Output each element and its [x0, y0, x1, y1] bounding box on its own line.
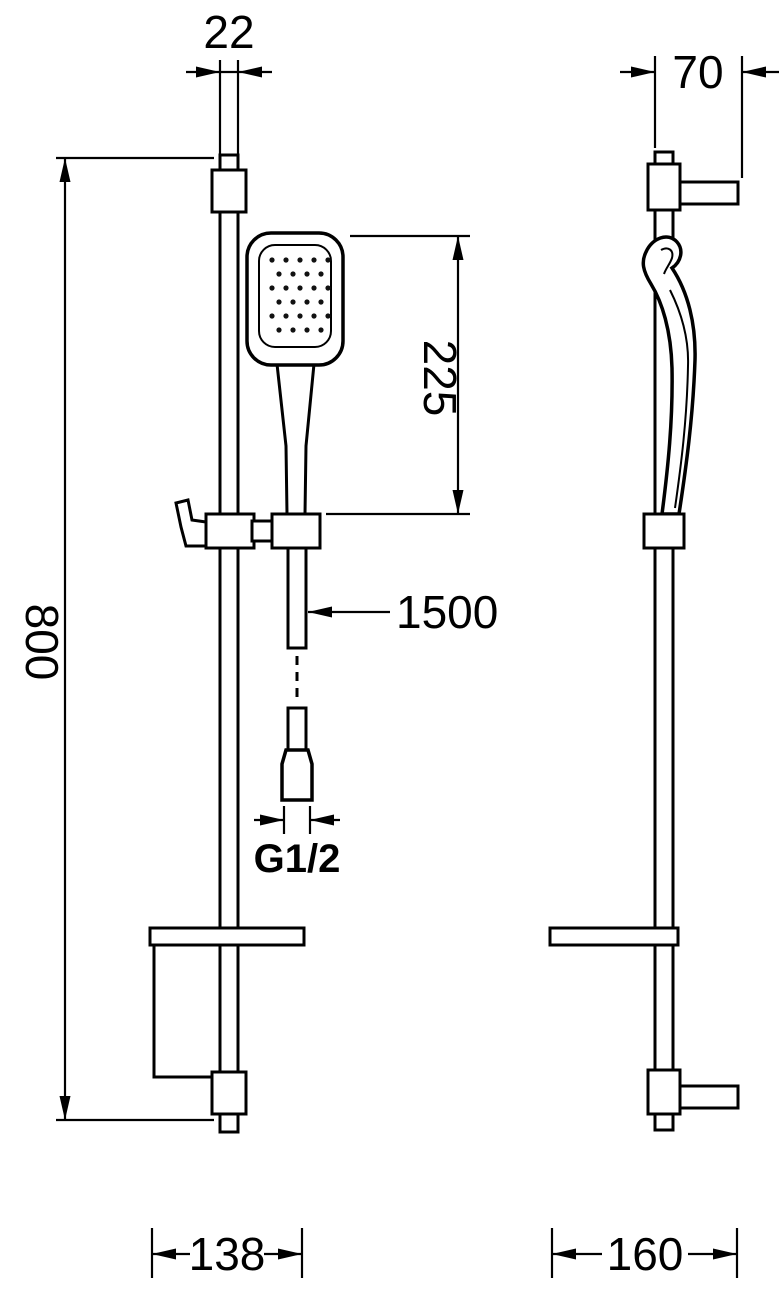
- side-handshower-detail: [660, 247, 690, 509]
- dimension-hose-length: 1500: [308, 586, 498, 638]
- dimension-bracket-depth: 70: [620, 46, 779, 178]
- side-top-flange: [678, 180, 740, 206]
- dimension-rail-width: 22: [186, 6, 272, 155]
- dim-thread-label: G1/2: [254, 837, 341, 881]
- dimension-thread: G1/2: [254, 806, 341, 881]
- dim-hose-length-label: 1500: [396, 586, 498, 638]
- dim-rail-width-label: 22: [203, 6, 254, 58]
- handshower-head: [245, 231, 345, 367]
- dim-bar-height-label: 800: [16, 604, 68, 681]
- side-rail: [653, 150, 675, 1132]
- dim-front-width-label: 138: [189, 1228, 266, 1280]
- dimension-bar-height: 800: [16, 156, 214, 1122]
- side-bottom-flange: [678, 1084, 740, 1110]
- side-bottom-bracket: [646, 1068, 682, 1116]
- front-top-bracket: [210, 168, 248, 214]
- front-view: [148, 153, 345, 1134]
- dimension-front-width: 138: [150, 1228, 304, 1280]
- front-rail: [218, 153, 240, 1134]
- handshower-handle: [275, 362, 316, 516]
- front-shelf-plate: [148, 926, 306, 947]
- dimension-handshower-length: 225: [326, 234, 470, 516]
- side-top-bracket: [646, 162, 682, 212]
- front-bottom-bracket: [210, 1070, 248, 1116]
- side-view: [548, 150, 740, 1132]
- handshower-faceplate: [258, 244, 332, 348]
- front-slider: [204, 512, 256, 550]
- dim-handshower-length-label: 225: [414, 340, 466, 417]
- hose-lower: [286, 706, 308, 752]
- front-shelf-tray: [152, 943, 222, 1079]
- dimension-side-depth: 160: [550, 1228, 739, 1280]
- handshower-holder: [270, 512, 322, 550]
- side-shelf-plate: [548, 926, 680, 947]
- dim-bracket-depth-label: 70: [672, 46, 723, 98]
- slider-lever: [174, 498, 208, 548]
- hose-upper: [286, 546, 308, 650]
- dim-side-depth-label: 160: [607, 1228, 684, 1280]
- side-slider: [642, 512, 686, 550]
- spray-nozzles: [269, 257, 331, 333]
- hose-connector-nut: [280, 748, 314, 802]
